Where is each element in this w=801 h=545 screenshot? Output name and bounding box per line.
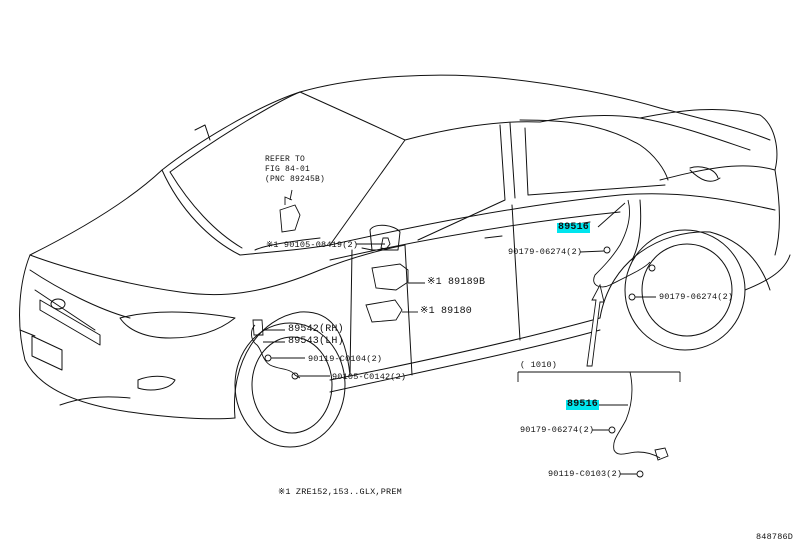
label-90179-06274-b[interactable]: 90179-06274(2) xyxy=(659,292,734,302)
label-89180[interactable]: ※1 89180 xyxy=(420,306,472,317)
label-90119-c0103[interactable]: 90119-C0103(2) xyxy=(548,469,623,479)
label-89516-kit[interactable]: 89516 xyxy=(566,399,600,410)
refer-line-2: FIG 84-01 xyxy=(265,165,311,174)
label-89543[interactable]: 89543(LH) xyxy=(288,336,344,347)
figure-code: 848786D xyxy=(756,532,794,542)
label-89189b[interactable]: ※1 89189B xyxy=(427,277,486,288)
refer-line-3[interactable]: (PNC 89245B) xyxy=(265,175,326,184)
label-89516-top[interactable]: 89516 xyxy=(557,222,591,233)
footnote: ※1 ZRE152,153..GLX,PREM xyxy=(278,487,402,497)
refer-line-1: REFER TO xyxy=(265,155,306,164)
label-90119-c0104[interactable]: 90119-C0104(2) xyxy=(308,354,383,364)
label-90105-08419[interactable]: ※1 90105-08419(2) xyxy=(266,240,359,250)
label-kit-qty: ( 1010) xyxy=(520,360,558,370)
label-89542[interactable]: 89542(RH) xyxy=(288,324,344,335)
label-90179-06274-a[interactable]: 90179-06274(2) xyxy=(508,247,583,257)
label-90105-c0142[interactable]: 90105-C0142(2) xyxy=(332,372,407,382)
label-90179-06274-c[interactable]: 90179-06274(2) xyxy=(520,425,595,435)
